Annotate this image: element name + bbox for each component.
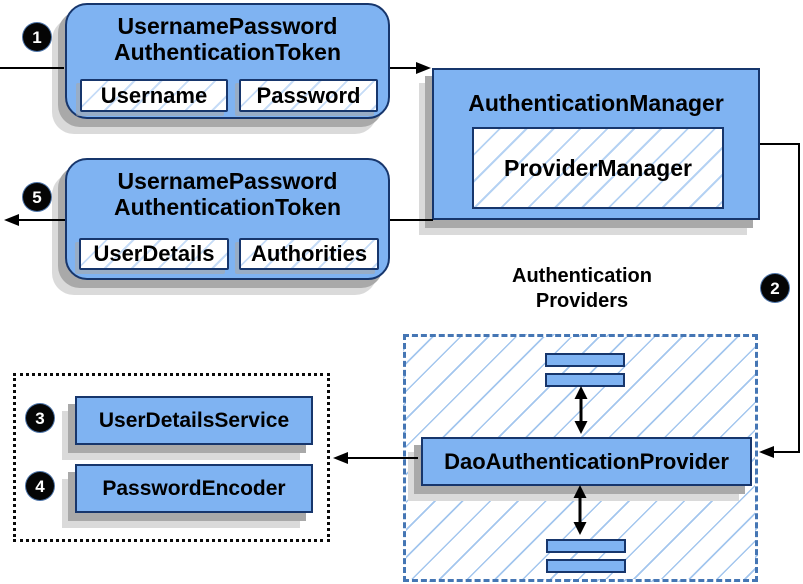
provider-manager-box: ProviderManager bbox=[472, 127, 724, 209]
providers-heading-line2: Providers bbox=[535, 290, 629, 312]
response-token-title: UsernamePassword AuthenticationToken bbox=[67, 168, 388, 220]
step-1-badge: 1 bbox=[23, 23, 51, 51]
step-2-badge: 2 bbox=[761, 274, 789, 302]
request-token-title: UsernamePassword AuthenticationToken bbox=[67, 13, 388, 65]
provider-placeholder-top-bar1 bbox=[545, 353, 625, 367]
password-encoder-box: PasswordEncoder bbox=[75, 464, 313, 513]
authentication-manager-box: AuthenticationManager ProviderManager bbox=[432, 68, 760, 220]
authentication-providers-container: DaoAuthenticationProvider bbox=[403, 334, 758, 582]
authentication-manager-title: AuthenticationManager bbox=[468, 89, 724, 116]
arrowhead-request-to-manager bbox=[416, 62, 431, 74]
collaborators-container: UserDetailsService PasswordEncoder bbox=[13, 373, 330, 542]
step-3-badge: 3 bbox=[26, 404, 54, 432]
response-token-title-line2: AuthenticationToken bbox=[113, 194, 341, 220]
providers-heading: Authentication Providers bbox=[460, 264, 704, 314]
dao-authentication-provider-box: DaoAuthenticationProvider bbox=[421, 437, 752, 486]
user-details-service-box: UserDetailsService bbox=[75, 396, 313, 445]
step-5-badge: 5 bbox=[23, 183, 51, 211]
request-token-title-line1: UsernamePassword bbox=[117, 13, 338, 39]
arrowhead-provider-to-collaborators bbox=[333, 452, 348, 464]
arrowhead-response-out bbox=[4, 214, 19, 226]
request-token-box: UsernamePassword AuthenticationToken Use… bbox=[65, 3, 390, 119]
provider-placeholder-top-bar2 bbox=[545, 373, 625, 387]
response-token-box: UsernamePassword AuthenticationToken Use… bbox=[65, 158, 390, 280]
providers-heading-line1: Authentication bbox=[512, 265, 652, 287]
provider-placeholder-bottom-bar1 bbox=[546, 539, 626, 553]
response-token-title-line1: UsernamePassword bbox=[117, 168, 338, 194]
provider-placeholder-bottom-bar2 bbox=[546, 559, 626, 573]
arrowhead-manager-to-provider bbox=[759, 446, 774, 458]
step-4-badge: 4 bbox=[26, 472, 54, 500]
user-details-field-box: UserDetails bbox=[79, 238, 229, 270]
password-field-box: Password bbox=[239, 79, 378, 112]
username-field-box: Username bbox=[80, 79, 228, 112]
authorities-field-box: Authorities bbox=[239, 238, 379, 270]
request-token-title-line2: AuthenticationToken bbox=[113, 39, 341, 65]
